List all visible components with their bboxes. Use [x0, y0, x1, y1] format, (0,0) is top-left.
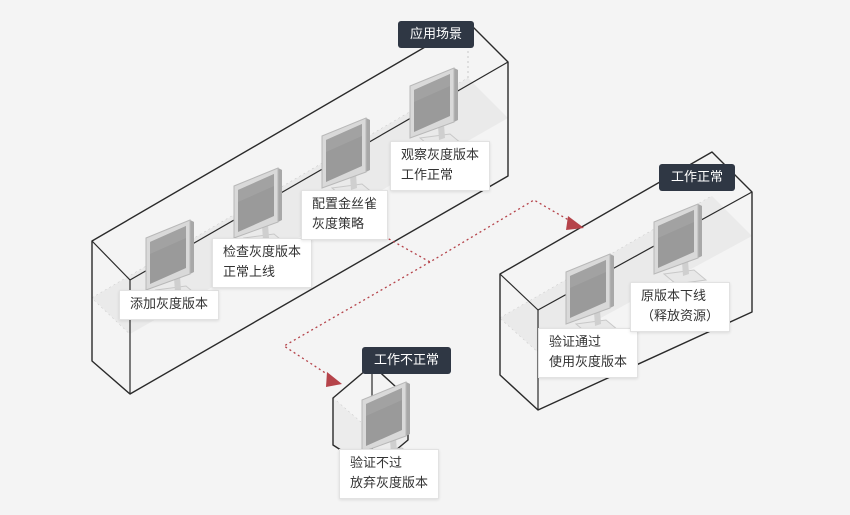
step-label-line: （释放资源） — [641, 309, 720, 324]
step-label-line: 正常上线 — [223, 265, 276, 280]
step-label-line: 检查灰度版本 — [223, 245, 302, 260]
step-label-line: 使用灰度版本 — [549, 355, 628, 370]
step-label-line: 验证不过 — [350, 456, 403, 471]
step-label-line: 添加灰度版本 — [130, 297, 209, 312]
step-label-line: 观察灰度版本 — [401, 148, 480, 163]
step-label-check-gray: 检查灰度版本 正常上线 — [212, 238, 313, 288]
flow-to-abnormal — [282, 261, 431, 377]
arrow-head-icon — [566, 216, 584, 230]
step-label-line: 原版本下线 — [641, 289, 707, 304]
flow-to-normal — [379, 199, 573, 263]
step-label-retire-original: 原版本下线 （释放资源） — [630, 282, 731, 332]
flow-lines — [282, 199, 573, 377]
step-label-config-canary: 配置金丝雀 灰度策略 — [301, 190, 389, 240]
step-label-line: 配置金丝雀 — [312, 197, 378, 212]
step-label-verify-fail: 验证不过 放弃灰度版本 — [339, 449, 440, 499]
step-label-line: 放弃灰度版本 — [350, 476, 429, 491]
scenario-tag-normal: 工作正常 — [659, 164, 736, 191]
step-label-line: 灰度策略 — [312, 217, 365, 232]
step-label-verify-pass: 验证通过 使用灰度版本 — [538, 328, 639, 378]
scenario-tag-abnormal: 工作不正常 — [362, 347, 452, 374]
step-label-add-gray: 添加灰度版本 — [119, 290, 220, 320]
step-label-observe-gray: 观察灰度版本 工作正常 — [390, 141, 491, 191]
step-label-line: 工作正常 — [401, 168, 454, 183]
scenario-tag-main: 应用场景 — [398, 21, 475, 48]
arrow-head-icon — [326, 372, 342, 387]
step-label-line: 验证通过 — [549, 335, 602, 350]
